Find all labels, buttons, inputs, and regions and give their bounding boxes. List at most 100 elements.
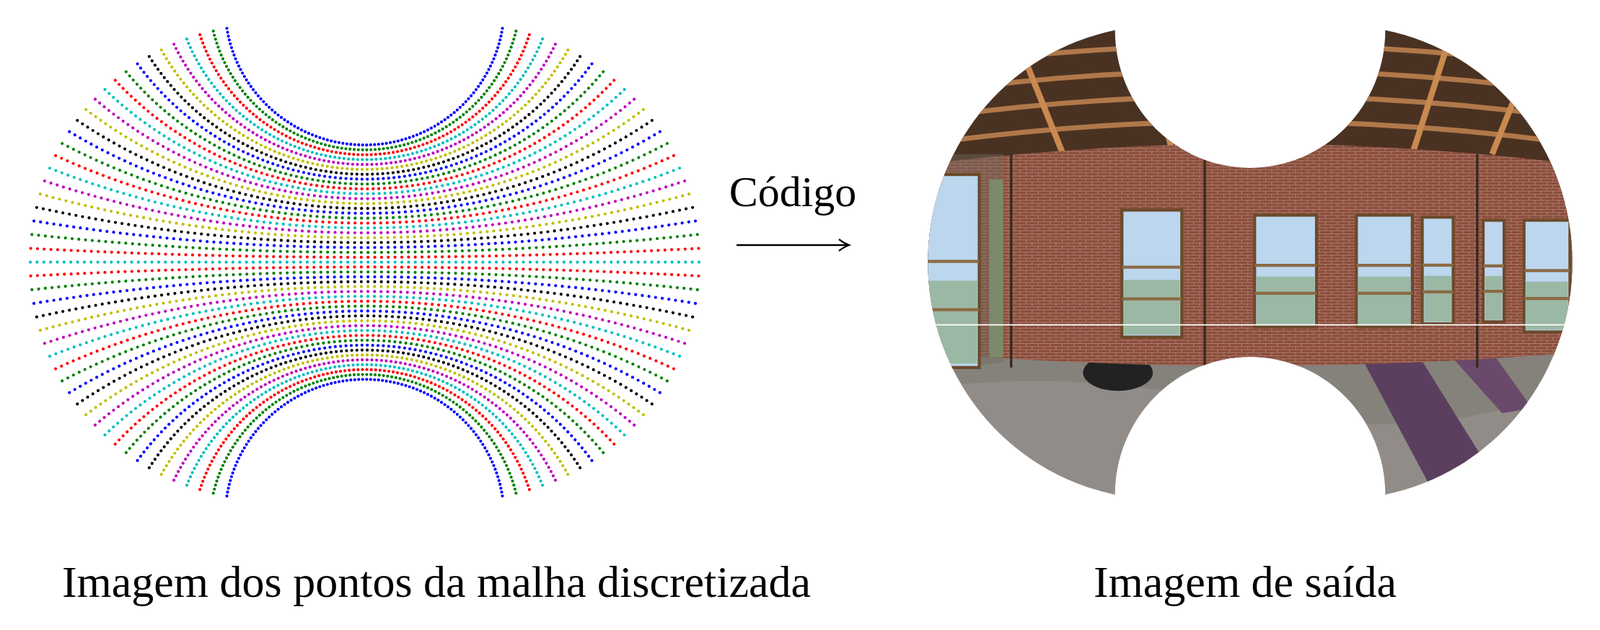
mesh-dot-curve	[30, 270, 700, 292]
wall-corner	[1475, 154, 1479, 368]
mesh-dot-curve	[28, 265, 700, 278]
mesh-dot-curve	[28, 246, 700, 259]
mesh-dot-curve	[103, 88, 626, 196]
mesh-dot-curve	[212, 372, 518, 495]
mesh-dot-curve	[225, 26, 504, 147]
window-view	[1256, 277, 1315, 326]
mesh-dot-curve	[84, 319, 645, 417]
window-bar	[923, 308, 979, 311]
mesh-dot-curve	[32, 275, 697, 306]
floor	[913, 22, 1593, 511]
window-bar	[1121, 297, 1182, 301]
mesh-dot-curve	[198, 368, 531, 492]
mesh-dot-curve	[35, 280, 694, 319]
mesh-dot-curve	[212, 29, 518, 152]
mesh-dot-curve	[124, 69, 606, 186]
window-bar	[1254, 292, 1317, 296]
ceiling-joist	[1222, 30, 1238, 155]
mesh-dot-curve	[185, 363, 544, 487]
floor-light	[923, 381, 1577, 495]
window	[1524, 220, 1571, 333]
mesh-dot-curve	[60, 142, 669, 221]
mesh-dot-curve	[84, 108, 645, 206]
mesh-dot-curve	[43, 179, 687, 235]
window-bar	[1483, 289, 1505, 293]
mesh-dot-curve	[28, 261, 701, 265]
window-bar	[1483, 264, 1505, 268]
mesh-dot-curve	[113, 78, 617, 191]
ceiling-joist	[1302, 30, 1323, 155]
ceiling-beam	[923, 44, 1577, 68]
mesh-figure: Imagem dos pontos da malha discretizada	[30, 28, 700, 495]
arrow-shaft	[736, 244, 849, 246]
mesh-dot-curve	[147, 349, 582, 471]
window-view	[1423, 276, 1451, 323]
window-view	[1123, 279, 1180, 335]
ceiling-joist	[1491, 30, 1542, 155]
mesh-dot-curve	[103, 328, 626, 437]
window-bar	[1422, 290, 1454, 294]
window-bar	[1356, 292, 1412, 296]
mesh-dot-curve	[225, 377, 504, 498]
arrow-label: Código	[726, 167, 860, 218]
room-photo-art	[923, 30, 1577, 495]
window-view	[1358, 277, 1411, 326]
ceiling-joist	[1142, 30, 1173, 155]
mesh-dot-curve	[135, 62, 593, 181]
brick-wall	[923, 144, 1577, 367]
window-bar	[1254, 264, 1317, 267]
ceiling-joist	[1012, 30, 1063, 155]
window-bar	[923, 259, 979, 263]
floor-rug	[1452, 352, 1533, 415]
mesh-dot-curve	[60, 305, 669, 384]
ceiling-joist	[1412, 30, 1453, 155]
window-bar	[1524, 297, 1571, 301]
window	[1422, 217, 1454, 324]
window	[923, 174, 979, 368]
wall-shadow	[923, 154, 1004, 373]
mesh-dot-curve	[54, 300, 676, 371]
wall-corner	[1203, 144, 1206, 373]
room-photo	[913, 22, 1593, 511]
window-view	[1525, 282, 1568, 331]
window	[1356, 214, 1412, 327]
window-view	[925, 280, 978, 364]
mesh-dot-curve	[124, 339, 606, 455]
mesh-dot-curve	[48, 295, 681, 358]
mesh-dot-curve	[38, 192, 692, 240]
mesh-dot-curve	[93, 98, 636, 201]
mesh-dot-curve	[48, 166, 681, 230]
figure-caption: Imagem de saída	[1093, 556, 1397, 609]
mesh-dot-curve	[35, 206, 694, 245]
window	[1254, 214, 1317, 327]
arrow-head	[838, 239, 850, 252]
mesh-dots	[30, 28, 700, 495]
mesh-dot-curve	[160, 48, 570, 171]
mesh-dot-curve	[67, 130, 662, 215]
mesh-dot-curve	[93, 324, 636, 428]
window-bar	[1524, 269, 1571, 272]
window-bar	[1422, 264, 1454, 267]
ceiling-beam	[923, 70, 1577, 94]
door-frame	[988, 179, 1003, 358]
mesh-dot-curve	[30, 233, 700, 254]
ceiling-beam	[923, 121, 1577, 145]
mesh-dot-curve	[54, 154, 676, 226]
mesh-dot-curve	[38, 284, 692, 332]
wall-corner	[1009, 154, 1013, 368]
figure-caption: Imagem dos pontos da malha discretizada	[62, 556, 811, 609]
mesh-dot-curve	[113, 333, 617, 446]
window-bar	[1356, 264, 1412, 267]
seam-line	[923, 324, 1577, 327]
mesh-dot-curve	[75, 119, 654, 210]
window-bar	[1121, 266, 1182, 270]
output-image: Imagem de saída	[923, 30, 1577, 495]
mesh-dot-curve	[185, 37, 544, 161]
ceiling-beam	[923, 95, 1577, 120]
window	[1121, 209, 1182, 337]
mesh-dot-curve	[135, 344, 593, 463]
window	[1483, 220, 1505, 323]
window-view	[1485, 276, 1503, 321]
arrow-connector	[736, 239, 850, 252]
